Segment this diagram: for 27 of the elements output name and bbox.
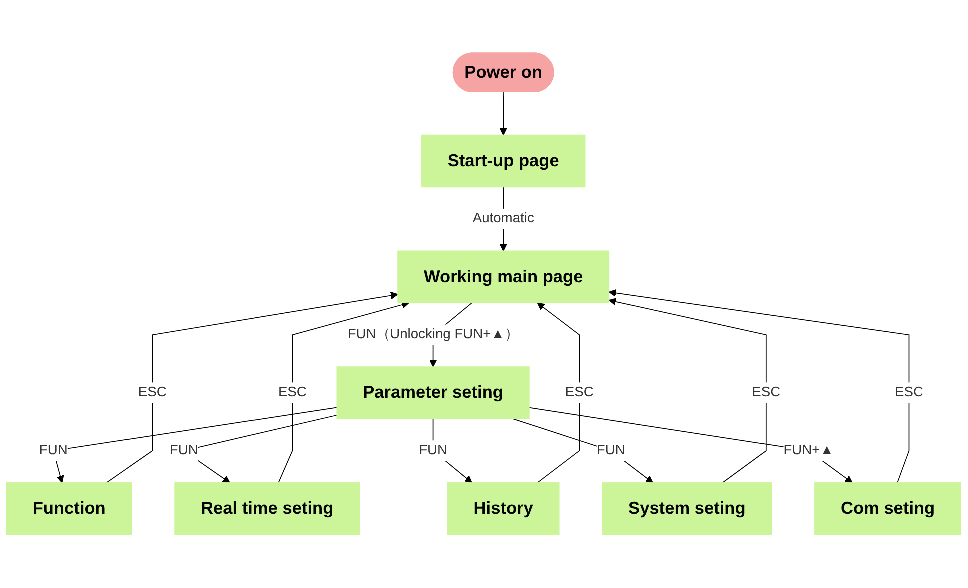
node-box: Working main page bbox=[398, 250, 610, 304]
edge-label: Automatic bbox=[472, 211, 534, 226]
node-box: Com seting bbox=[814, 482, 962, 536]
edge-label: FUN bbox=[170, 443, 198, 458]
node-box: Parameter seting bbox=[336, 366, 530, 420]
node-box: System seting bbox=[602, 482, 772, 536]
arrow bbox=[500, 92, 508, 136]
arrow bbox=[608, 289, 910, 484]
node-box: Real time seting bbox=[174, 482, 360, 536]
edge-label: ESC bbox=[138, 385, 167, 400]
edge-label: ESC bbox=[278, 385, 307, 400]
edge-label: FUN bbox=[39, 443, 68, 458]
node-box: History bbox=[447, 482, 560, 536]
arrow bbox=[528, 407, 853, 484]
edge-label: ESC bbox=[752, 385, 781, 400]
edge-label: ESC bbox=[895, 385, 924, 400]
edge-label: FUN（Unlocking FUN+▲） bbox=[348, 327, 519, 342]
edge-label: FUN+▲ bbox=[784, 443, 834, 458]
node-box: Function bbox=[6, 482, 132, 536]
edge-label: FUN bbox=[419, 443, 448, 458]
arrow bbox=[608, 298, 767, 484]
arrow bbox=[512, 418, 654, 484]
edge-label: ESC bbox=[565, 385, 594, 400]
edge-label: FUN bbox=[596, 443, 626, 458]
arrow bbox=[278, 301, 410, 484]
node-box: Start-up page bbox=[421, 134, 586, 188]
arrow bbox=[537, 302, 580, 484]
